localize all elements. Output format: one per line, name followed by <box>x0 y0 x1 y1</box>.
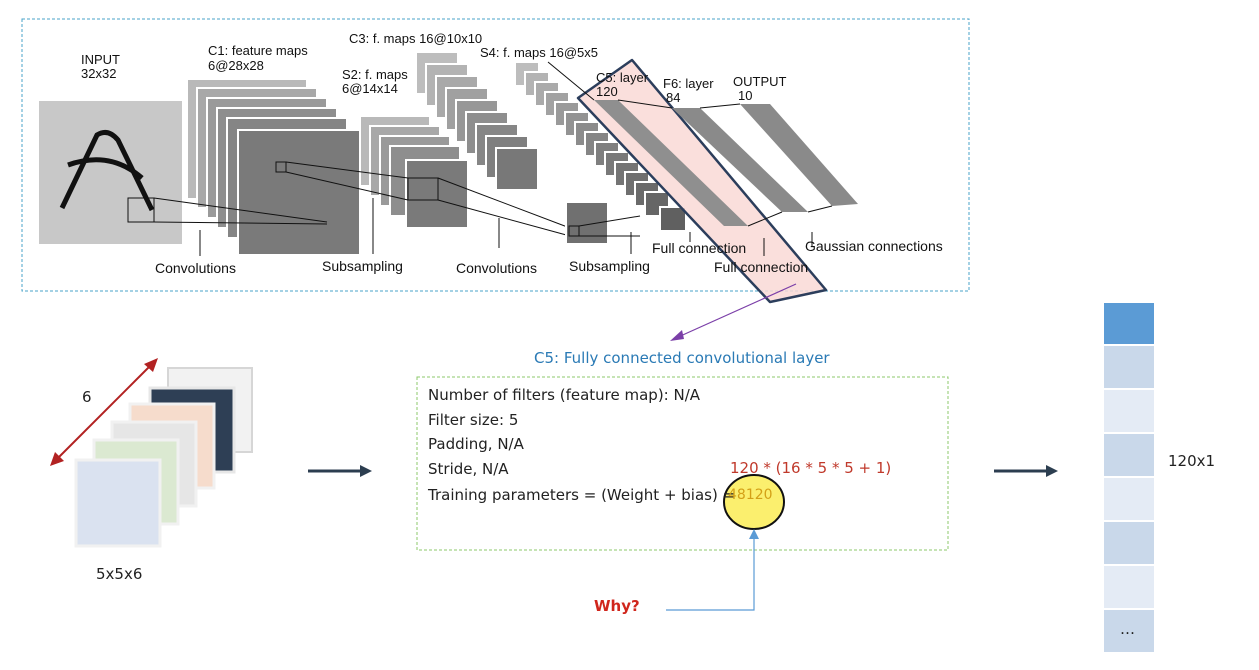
output-vector <box>1104 303 1154 652</box>
info-padding: Padding, N/A <box>428 435 524 453</box>
c5-pointer-line <box>675 283 797 339</box>
f6-size: 84 <box>666 90 681 105</box>
input-size: 32x32 <box>81 66 117 81</box>
c5-pointer-arrowhead <box>670 330 684 341</box>
vector-ellipsis: … <box>1120 620 1135 638</box>
receptive-field-box <box>127 197 155 223</box>
f6-layer-band <box>672 108 808 212</box>
input-filter-stack <box>74 367 253 548</box>
param-formula: 120 * (16 * 5 * 5 + 1) <box>730 459 892 477</box>
f6-label: F6: layer <box>663 76 714 91</box>
input-label: INPUT <box>81 52 120 67</box>
s4-label: S4: f. maps 16@5x5 <box>480 45 598 60</box>
caption-subsampling-1: Subsampling <box>322 258 403 274</box>
info-filters: Number of filters (feature map): N/A <box>428 386 701 404</box>
output-size: 10 <box>738 88 753 103</box>
letter-a-crossbar <box>67 157 144 180</box>
caption-convolutions-2: Convolutions <box>456 260 537 276</box>
input-image <box>39 101 182 244</box>
info-filter-size: Filter size: 5 <box>428 411 519 429</box>
depth-arrow <box>55 363 153 461</box>
caption-subsampling-2: Subsampling <box>569 258 650 274</box>
s2-size: 6@14x14 <box>342 81 398 96</box>
output-layer-band <box>740 104 858 206</box>
c5-info-panel <box>416 376 949 551</box>
s2-feature-maps <box>359 115 469 229</box>
caption-full-connection-2: Full connection <box>714 259 809 275</box>
c1-label: C1: feature maps <box>208 43 308 58</box>
c5-size: 120 <box>596 84 618 99</box>
caption-convolutions-1: Convolutions <box>155 260 236 276</box>
c5-panel-title: C5: Fully connected convolutional layer <box>534 349 830 367</box>
info-training-params: Training parameters = (Weight + bias) = <box>428 486 736 504</box>
caption-full-connection-1: Full connection <box>652 240 747 256</box>
caption-gaussian: Gaussian connections <box>805 238 943 254</box>
c1-feature-maps <box>186 78 361 256</box>
why-callout-line <box>666 536 755 611</box>
depth-label: 6 <box>82 388 92 406</box>
stack-size-label: 5x5x6 <box>96 565 143 583</box>
c5-label: C5: layer <box>596 70 649 85</box>
s2-label: S2: f. maps <box>342 67 408 82</box>
vector-size-label: 120x1 <box>1168 452 1216 470</box>
c3-feature-maps <box>415 51 539 191</box>
output-label: OUTPUT <box>733 74 787 89</box>
c5-layer-band <box>594 100 748 226</box>
network-frame <box>21 18 970 292</box>
info-stride: Stride, N/A <box>428 460 509 478</box>
c1-size: 6@28x28 <box>208 58 264 73</box>
why-question: Why? <box>594 597 640 615</box>
s4-feature-maps <box>514 61 687 245</box>
param-result: 48120 <box>728 487 773 503</box>
letter-a-stroke <box>59 129 155 212</box>
c3-label: C3: f. maps 16@10x10 <box>349 31 483 46</box>
